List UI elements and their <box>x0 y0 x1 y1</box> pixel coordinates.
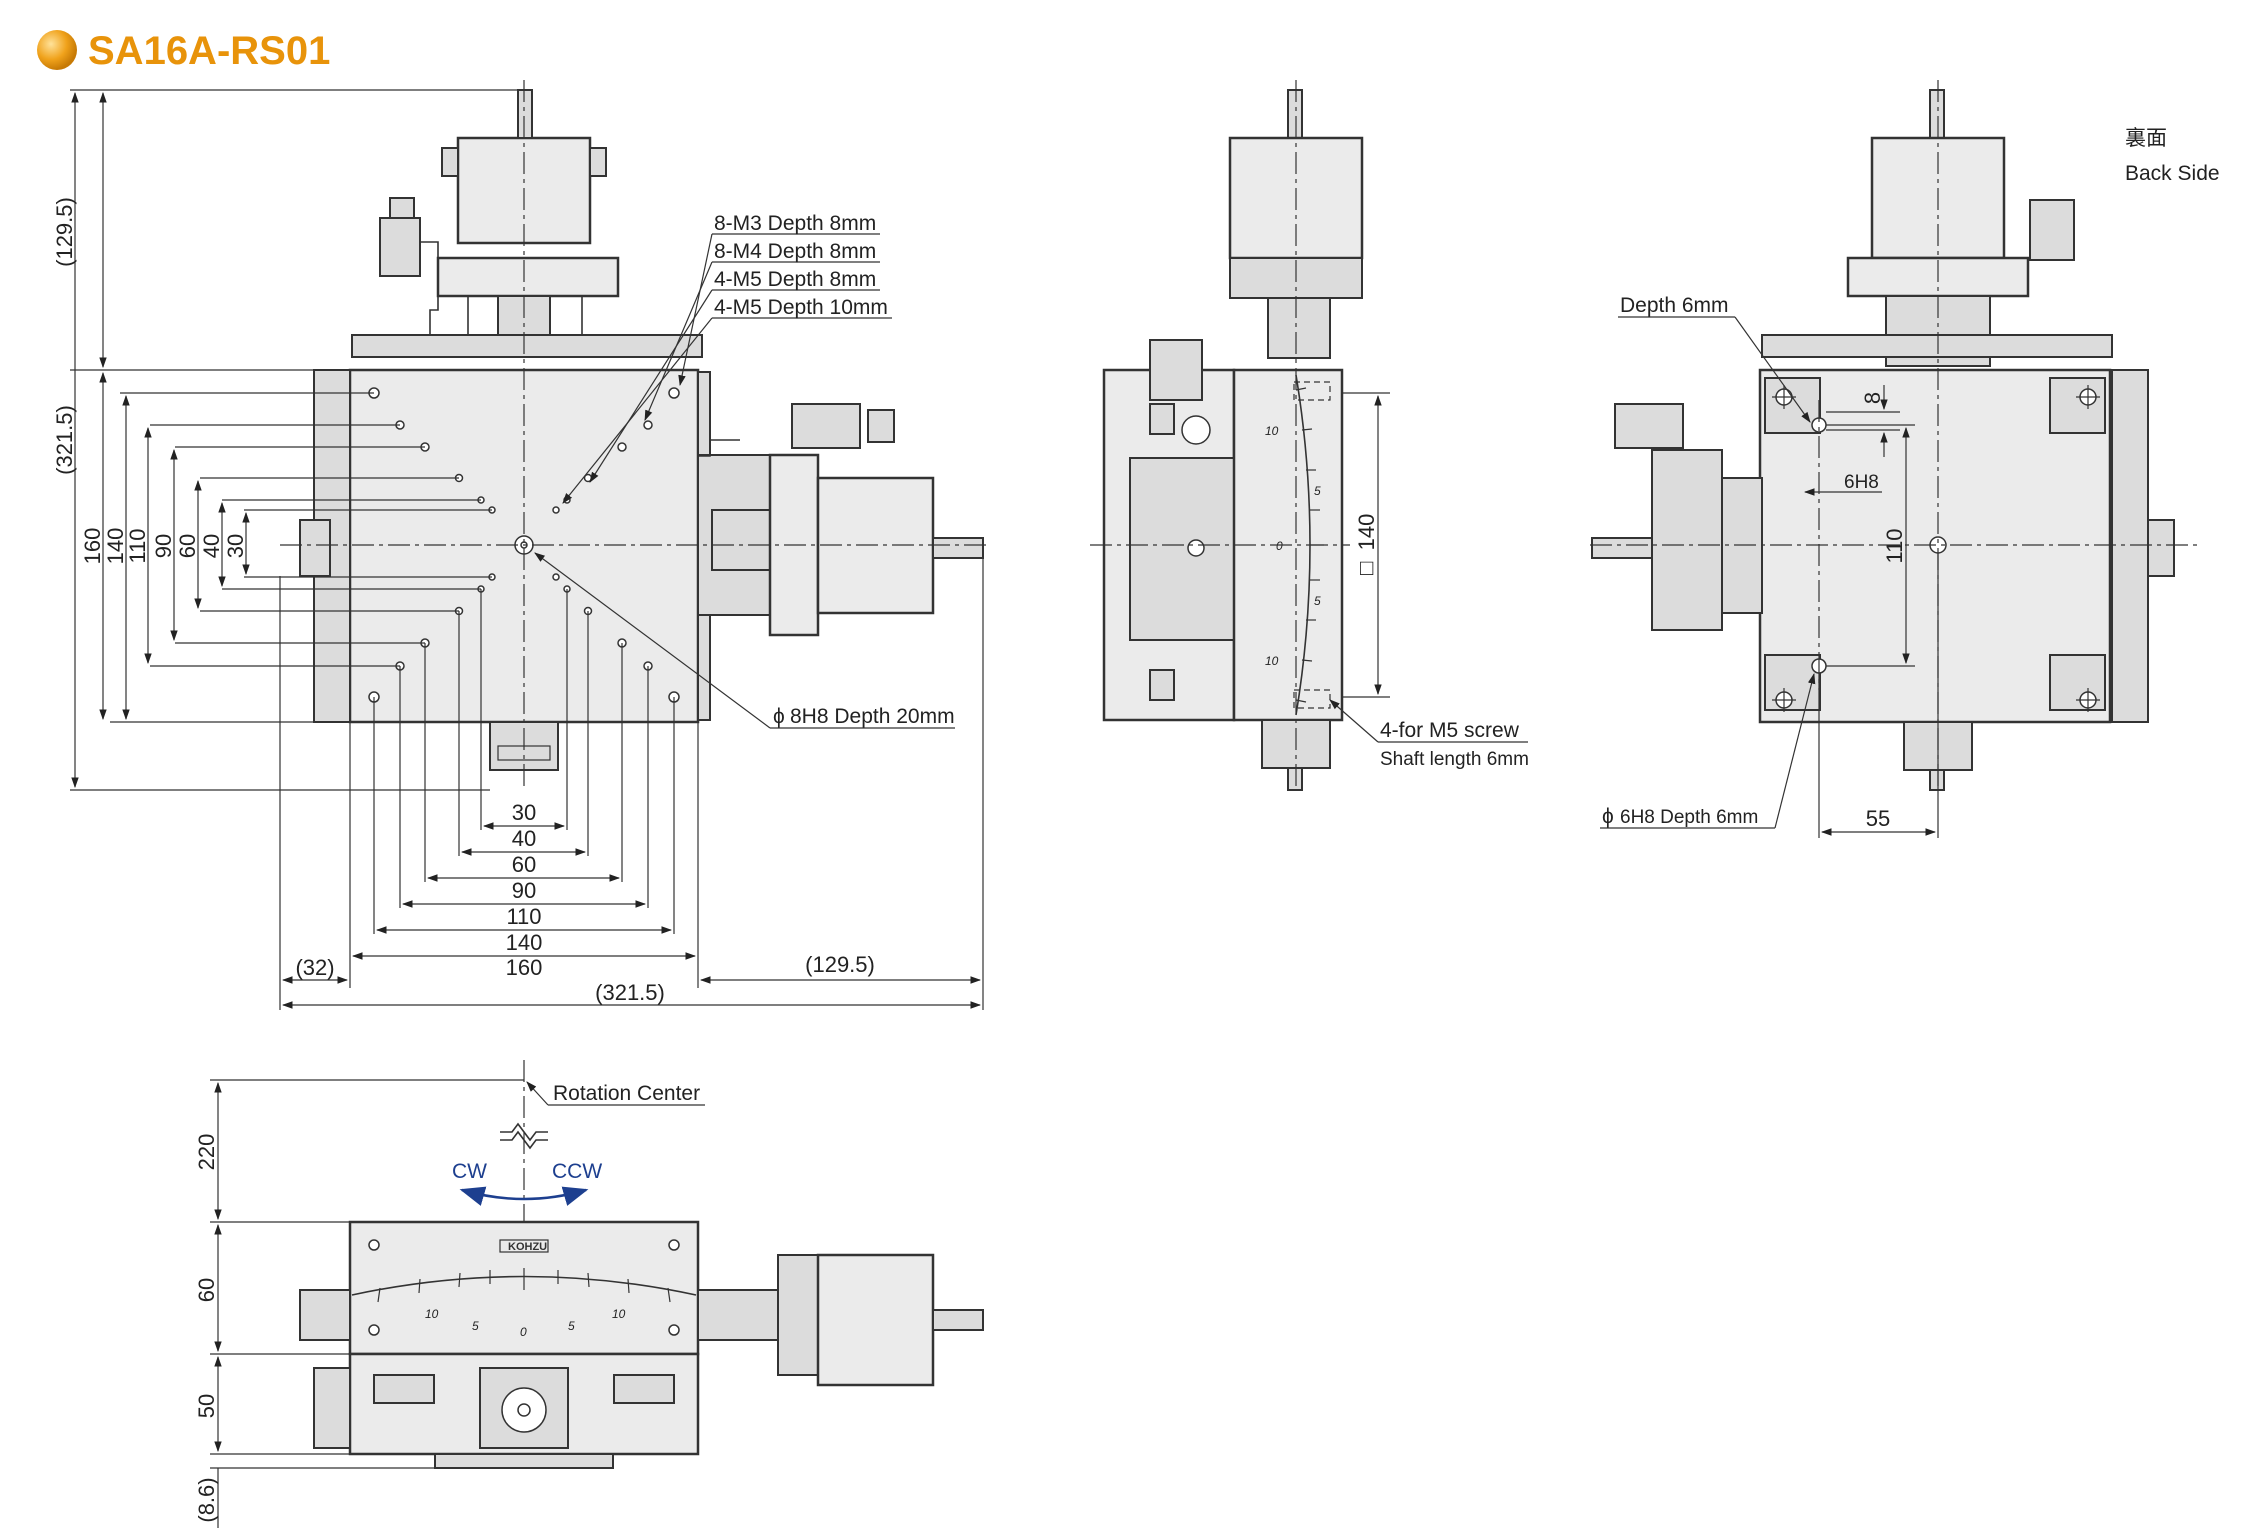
cw-label: CW <box>452 1160 487 1183</box>
dim-90-horizontal: 90 <box>512 878 536 903</box>
dim-6h8-back: 6H8 <box>1844 472 1879 493</box>
rotation-label-10-right: 10 <box>612 1307 626 1321</box>
shaft-note: Shaft length 6mm <box>1380 749 1529 770</box>
callout-m3-depth: 8-M3 Depth 8mm <box>714 212 876 235</box>
dim-110-back: 110 <box>1882 528 1907 563</box>
rotation-center-label: Rotation Center <box>553 1082 700 1105</box>
rotation-label-5-left: 5 <box>472 1319 479 1333</box>
dim-60-vertical: 60 <box>175 534 200 558</box>
brand-logo: KOHZU <box>508 1241 547 1253</box>
dim-321-5-vertical: (321.5) <box>52 405 77 475</box>
callout-center-hole: 8H8 Depth 20mm <box>790 705 955 728</box>
dim-8-back: 8 <box>1860 392 1885 404</box>
dim-140-horizontal: 140 <box>506 930 543 955</box>
rotation-scale <box>377 1268 671 1303</box>
rotation-label-5-right: 5 <box>568 1319 575 1333</box>
screw-note: 4-for M5 screw <box>1380 719 1520 742</box>
dim-55-back: 55 <box>1866 806 1890 831</box>
dim-8-6-bottom: (8.6) <box>194 1477 219 1522</box>
dim-60-horizontal: 60 <box>512 852 536 877</box>
callout-m5-depth-8: 4-M5 Depth 8mm <box>714 268 876 291</box>
callout-m5-depth-10: 4-M5 Depth 10mm <box>714 296 888 319</box>
dim-40-horizontal: 40 <box>512 826 536 851</box>
dim-160-horizontal: 160 <box>506 955 543 980</box>
scale-label-10-bottom: 10 <box>1265 654 1279 668</box>
dim-321-5-horizontal: (321.5) <box>595 980 665 1005</box>
dim-110-vertical: 110 <box>125 528 150 563</box>
back-view: 裏面 Back Side <box>1590 80 2220 838</box>
back-side-title-jp: 裏面 <box>2125 127 2167 150</box>
rotation-label-0: 0 <box>520 1325 527 1339</box>
dim-30-horizontal: 30 <box>512 800 536 825</box>
dim-32-horizontal: (32) <box>295 955 334 980</box>
page-header: SA16A-RS01 <box>37 29 330 73</box>
square-symbol: □ <box>1360 555 1373 580</box>
dim-60-bottom: 60 <box>194 1278 219 1302</box>
rotation-label-10-left: 10 <box>425 1307 439 1321</box>
dim-30-vertical: 30 <box>223 534 248 558</box>
dim-160-vertical: 160 <box>80 528 105 565</box>
back-side-title-en: Back Side <box>2125 162 2220 185</box>
crosshair-hole-icon <box>1772 385 2100 712</box>
depth-6mm-note: Depth 6mm <box>1620 294 1729 317</box>
dim-140-vertical: 140 <box>103 528 128 565</box>
front-view: (129.5) (321.5) 160 140 110 90 60 40 30 <box>52 80 990 1010</box>
dim-110-horizontal: 110 <box>506 904 541 929</box>
dim-90-vertical: 90 <box>151 534 176 558</box>
page-title: SA16A-RS01 <box>88 29 330 73</box>
phi-symbol-back: ϕ <box>1602 805 1614 828</box>
phi-symbol: ϕ <box>773 705 785 728</box>
bottom-view: Rotation Center CW CCW KOHZU 10 5 0 5 10 <box>194 1060 984 1528</box>
dim-140-side: 140 <box>1354 514 1379 551</box>
dim-220: 220 <box>194 1134 219 1171</box>
dim-129-5-horizontal: (129.5) <box>805 952 875 977</box>
ccw-label: CCW <box>552 1160 602 1183</box>
scale-label-5-top: 5 <box>1314 484 1321 498</box>
side-view: 10 5 0 5 10 140 □ 4-for M5 screw Shaft l… <box>1090 80 1529 791</box>
title-bullet-icon <box>37 30 77 70</box>
dim-40-vertical: 40 <box>199 534 224 558</box>
scale-label-10-top: 10 <box>1265 424 1279 438</box>
callout-m4-depth: 8-M4 Depth 8mm <box>714 240 876 263</box>
dim-129-5-vertical: (129.5) <box>52 197 77 267</box>
dim-50-bottom: 50 <box>194 1394 219 1418</box>
scale-label-5-bottom: 5 <box>1314 594 1321 608</box>
hole-6h8-note: 6H8 Depth 6mm <box>1620 807 1758 828</box>
scale-label-0: 0 <box>1276 539 1283 553</box>
